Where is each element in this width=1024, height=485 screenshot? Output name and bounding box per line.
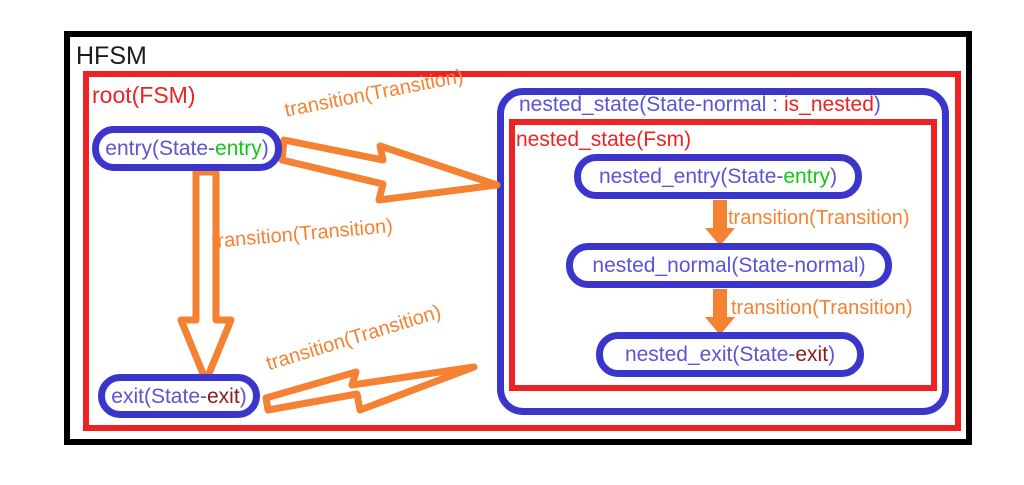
nested-state-label-accent: is_nested xyxy=(783,93,874,116)
state-nested-entry-label-prefix: nested_entry(State- xyxy=(598,165,784,188)
state-nested-normal-label-prefix: nested_normal(State-normal xyxy=(592,254,859,277)
state-nested-exit-label-suffix: ) xyxy=(828,343,836,366)
state-node-entry[interactable]: entry(State-entry) xyxy=(92,126,282,171)
root-fsm-label: root(FSM) xyxy=(92,82,196,108)
state-entry-label-prefix: entry(State- xyxy=(105,137,216,160)
state-node-nested-normal[interactable]: nested_normal(State-normal) xyxy=(566,243,892,288)
state-nested-normal-label-suffix: ) xyxy=(858,254,866,277)
state-exit-label-suffix: ) xyxy=(239,384,247,408)
state-nested-entry-label-suffix: ) xyxy=(830,165,838,188)
nested-state-container xyxy=(497,88,949,415)
transition-label-nnormal-to-nexit: transition(Transition) xyxy=(731,297,913,319)
state-exit-label-accent: exit xyxy=(207,384,240,408)
state-node-exit[interactable]: exit(State-exit) xyxy=(98,374,260,418)
root-fsm-container xyxy=(83,71,961,431)
nested-fsm-container xyxy=(509,119,937,391)
state-nested-entry-label-accent: entry xyxy=(783,165,831,188)
state-node-nested-entry[interactable]: nested_entry(State-entry) xyxy=(574,154,862,199)
nested-fsm-label: nested_state(Fsm) xyxy=(516,128,692,151)
state-exit-label-prefix: exit(State- xyxy=(111,384,207,408)
nested-state-label: nested_state(State-normal : is_nested) xyxy=(519,94,881,115)
state-nested-exit-label-prefix: nested_exit(State- xyxy=(624,343,796,366)
state-node-nested-exit[interactable]: nested_exit(State-exit) xyxy=(596,332,864,377)
hfsm-label: HFSM xyxy=(76,42,147,70)
nested-state-label-prefix: nested_state(State-normal : xyxy=(519,93,784,116)
state-entry-label-accent: entry xyxy=(215,137,262,160)
transition-label-nentry-to-nnormal: transition(Transition) xyxy=(728,207,910,229)
state-entry-label-suffix: ) xyxy=(261,137,269,160)
nested-state-label-suffix: ) xyxy=(873,93,881,116)
state-nested-exit-label-accent: exit xyxy=(795,343,829,366)
